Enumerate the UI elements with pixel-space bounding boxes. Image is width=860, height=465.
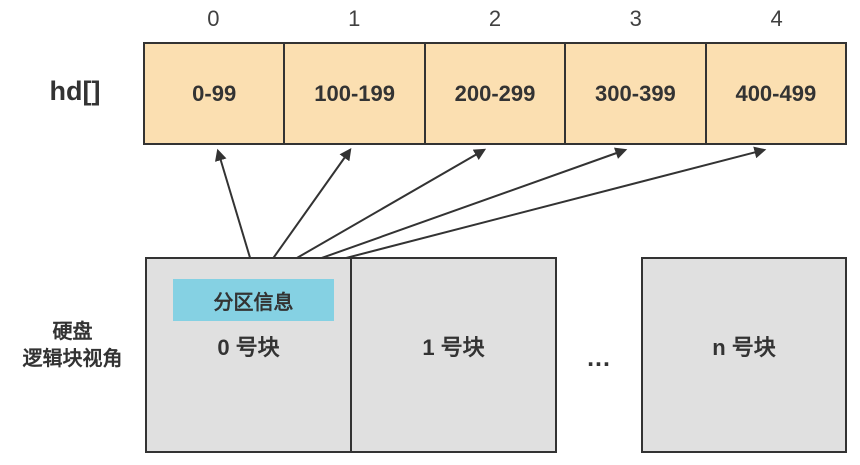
disk-block-n-label: n 号块 [712,335,776,360]
disk-block-0-label: 0 号块 [217,335,280,360]
array-cell-1: 100-199 [285,44,426,143]
array-cell-4: 400-499 [735,80,817,106]
array-index-row: 0 1 2 3 4 [143,6,847,32]
blocks-ellipsis: ... [587,344,611,372]
array-index-3: 3 [629,6,642,31]
array-name-label: hd[] [49,76,101,106]
array-index-0: 0 [207,6,220,31]
disk-view-label-line1: 硬盘 [52,321,93,343]
array-index-4: 4 [770,6,783,31]
disk-block-n [641,257,847,453]
array-cell-0: 0-99 [145,44,286,143]
hd-array: 0-99 100-199 200-299 300-399 400-499 [143,42,847,145]
disk-block-0 [147,259,352,451]
disk-view-label-line2: 逻辑块视角 [22,348,123,370]
partition-info-box: 分区信息 [173,279,334,321]
array-cell-3: 300-399 [566,44,707,143]
disk-view-label: 硬盘 逻辑块视角 [0,319,145,373]
disk-block-1-label: 1 号块 [422,335,485,360]
array-index-1: 1 [348,6,361,31]
array-cell-2: 200-299 [426,44,567,143]
array-index-2: 2 [488,6,502,31]
